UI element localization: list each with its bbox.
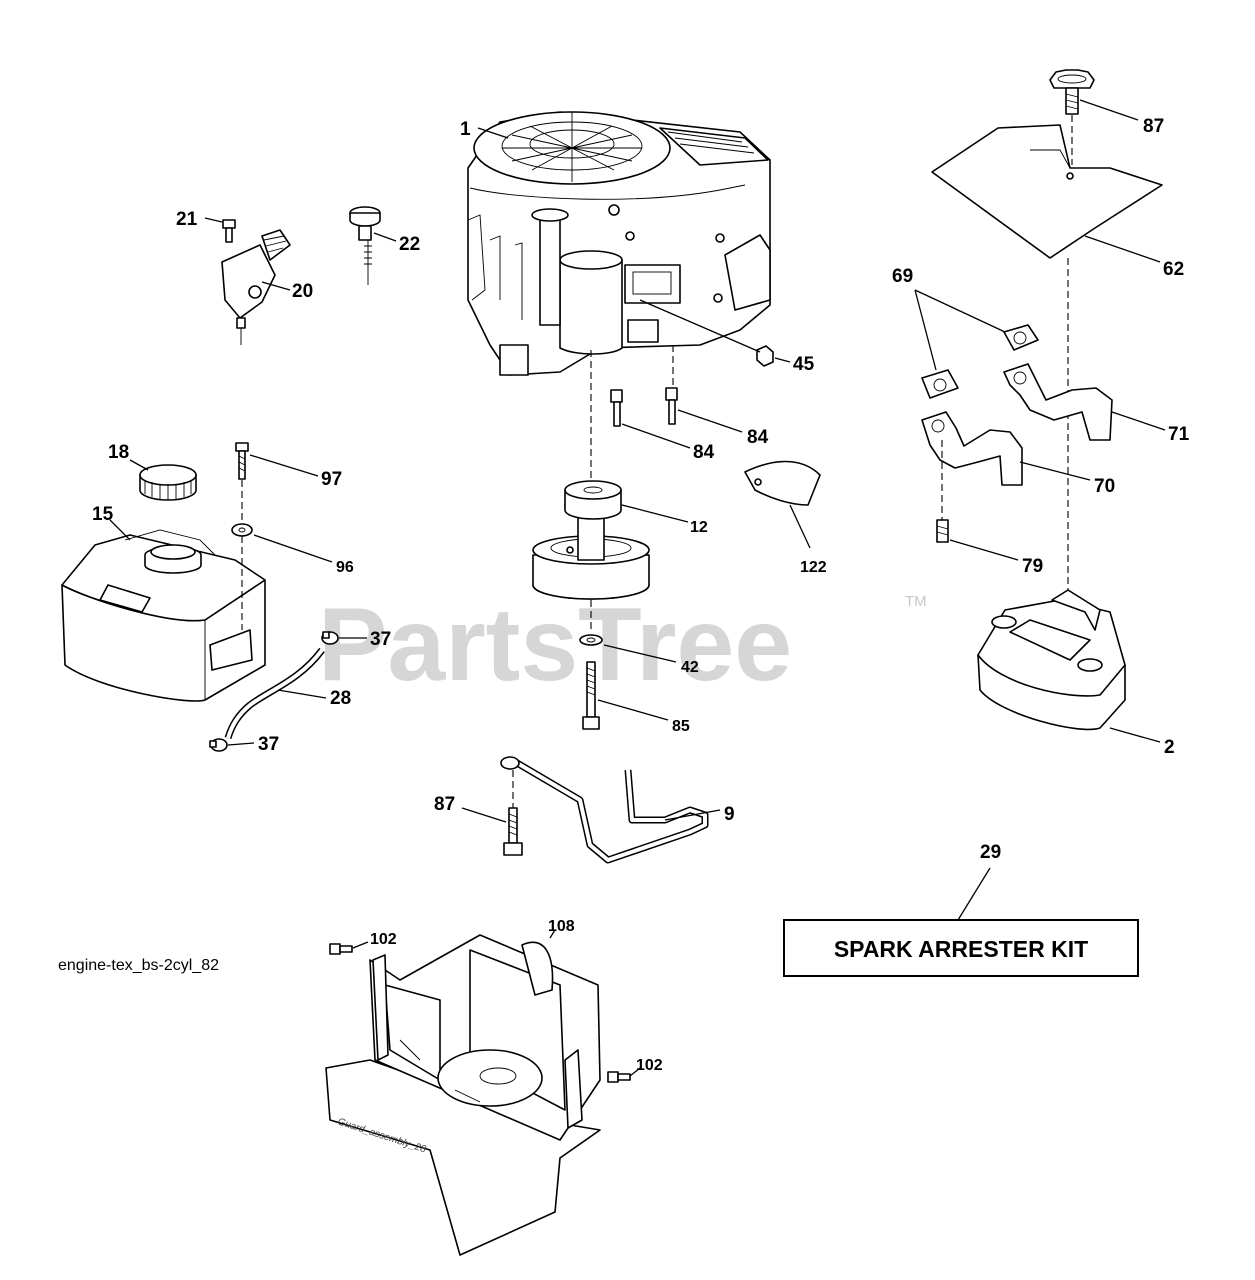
callout-37-top: 37: [370, 629, 391, 650]
callout-97: 97: [321, 469, 342, 490]
callout-71: 71: [1168, 424, 1190, 445]
spark-arrester-kit-label: SPARK ARRESTER KIT: [834, 936, 1088, 962]
callout-102-left: 102: [370, 931, 397, 948]
callout-79: 79: [1022, 556, 1043, 577]
watermark-brand: PartsTree: [318, 587, 792, 703]
callout-15: 15: [92, 504, 114, 525]
fuel-hose-28[interactable]: [224, 647, 325, 740]
gasket-69-lower[interactable]: [921, 369, 959, 399]
callout-85: 85: [672, 718, 690, 735]
callout-122: 122: [800, 559, 827, 576]
pulley-12[interactable]: [532, 480, 650, 600]
bolt-84-right[interactable]: [665, 387, 678, 425]
engine-guard-108[interactable]: [325, 934, 601, 1256]
callout-45: 45: [793, 354, 815, 375]
bolt-84-left[interactable]: [610, 389, 623, 427]
bolt-85[interactable]: [582, 661, 600, 730]
callout-70: 70: [1094, 476, 1115, 497]
callout-42: 42: [681, 659, 699, 676]
bracket-20[interactable]: [221, 229, 291, 345]
callout-108: 108: [548, 918, 575, 935]
callout-84-left: 84: [693, 442, 715, 463]
fuel-cap-18[interactable]: [139, 464, 197, 501]
callout-18: 18: [108, 442, 129, 463]
callout-29: 29: [980, 842, 1001, 863]
rod-9[interactable]: [500, 756, 709, 864]
callout-96: 96: [336, 559, 354, 576]
callout-37-bottom: 37: [258, 734, 279, 755]
washer-96[interactable]: [231, 523, 253, 537]
callout-69: 69: [892, 266, 913, 287]
callout-21: 21: [176, 209, 198, 230]
gasket-69-upper[interactable]: [1003, 324, 1039, 351]
diagram-code: engine-tex_bs-2cyl_82: [58, 957, 219, 974]
muffler-2[interactable]: [977, 589, 1126, 731]
callout-12: 12: [690, 519, 708, 536]
callout-2: 2: [1164, 737, 1175, 758]
callout-9: 9: [724, 804, 735, 825]
fuel-tank-15[interactable]: [61, 529, 266, 702]
screw-97[interactable]: [235, 442, 249, 480]
engine-part[interactable]: [467, 111, 771, 376]
callout-84-right: 84: [747, 427, 769, 448]
screw-102-right[interactable]: [607, 1071, 631, 1083]
callout-20: 20: [292, 281, 313, 302]
nut-45[interactable]: [756, 345, 774, 367]
callout-22: 22: [399, 234, 420, 255]
callout-90: 87: [434, 794, 455, 815]
callout-87: 87: [1143, 116, 1164, 137]
clamp-37-bottom[interactable]: [209, 738, 228, 752]
screw-21[interactable]: [222, 219, 236, 243]
bolt-79[interactable]: [936, 519, 949, 543]
watermark-trademark: TM: [905, 593, 927, 610]
bolt-90[interactable]: [503, 807, 523, 856]
heat-shield-62[interactable]: [931, 124, 1163, 259]
callout-28: 28: [330, 688, 351, 709]
callout-102-right: 102: [636, 1057, 663, 1074]
shield-122[interactable]: [744, 460, 821, 506]
spark-arrester-kit-box: [783, 919, 1139, 977]
exhaust-pipe-71[interactable]: [1003, 363, 1113, 441]
screw-102-left[interactable]: [329, 943, 353, 955]
dipstick-22[interactable]: [349, 206, 381, 285]
callout-1: 1: [460, 119, 471, 140]
washer-42[interactable]: [579, 634, 603, 646]
clamp-37-top[interactable]: [321, 631, 339, 645]
knob-87[interactable]: [1049, 69, 1095, 115]
exhaust-pipe-70[interactable]: [921, 411, 1023, 486]
callout-62: 62: [1163, 259, 1184, 280]
